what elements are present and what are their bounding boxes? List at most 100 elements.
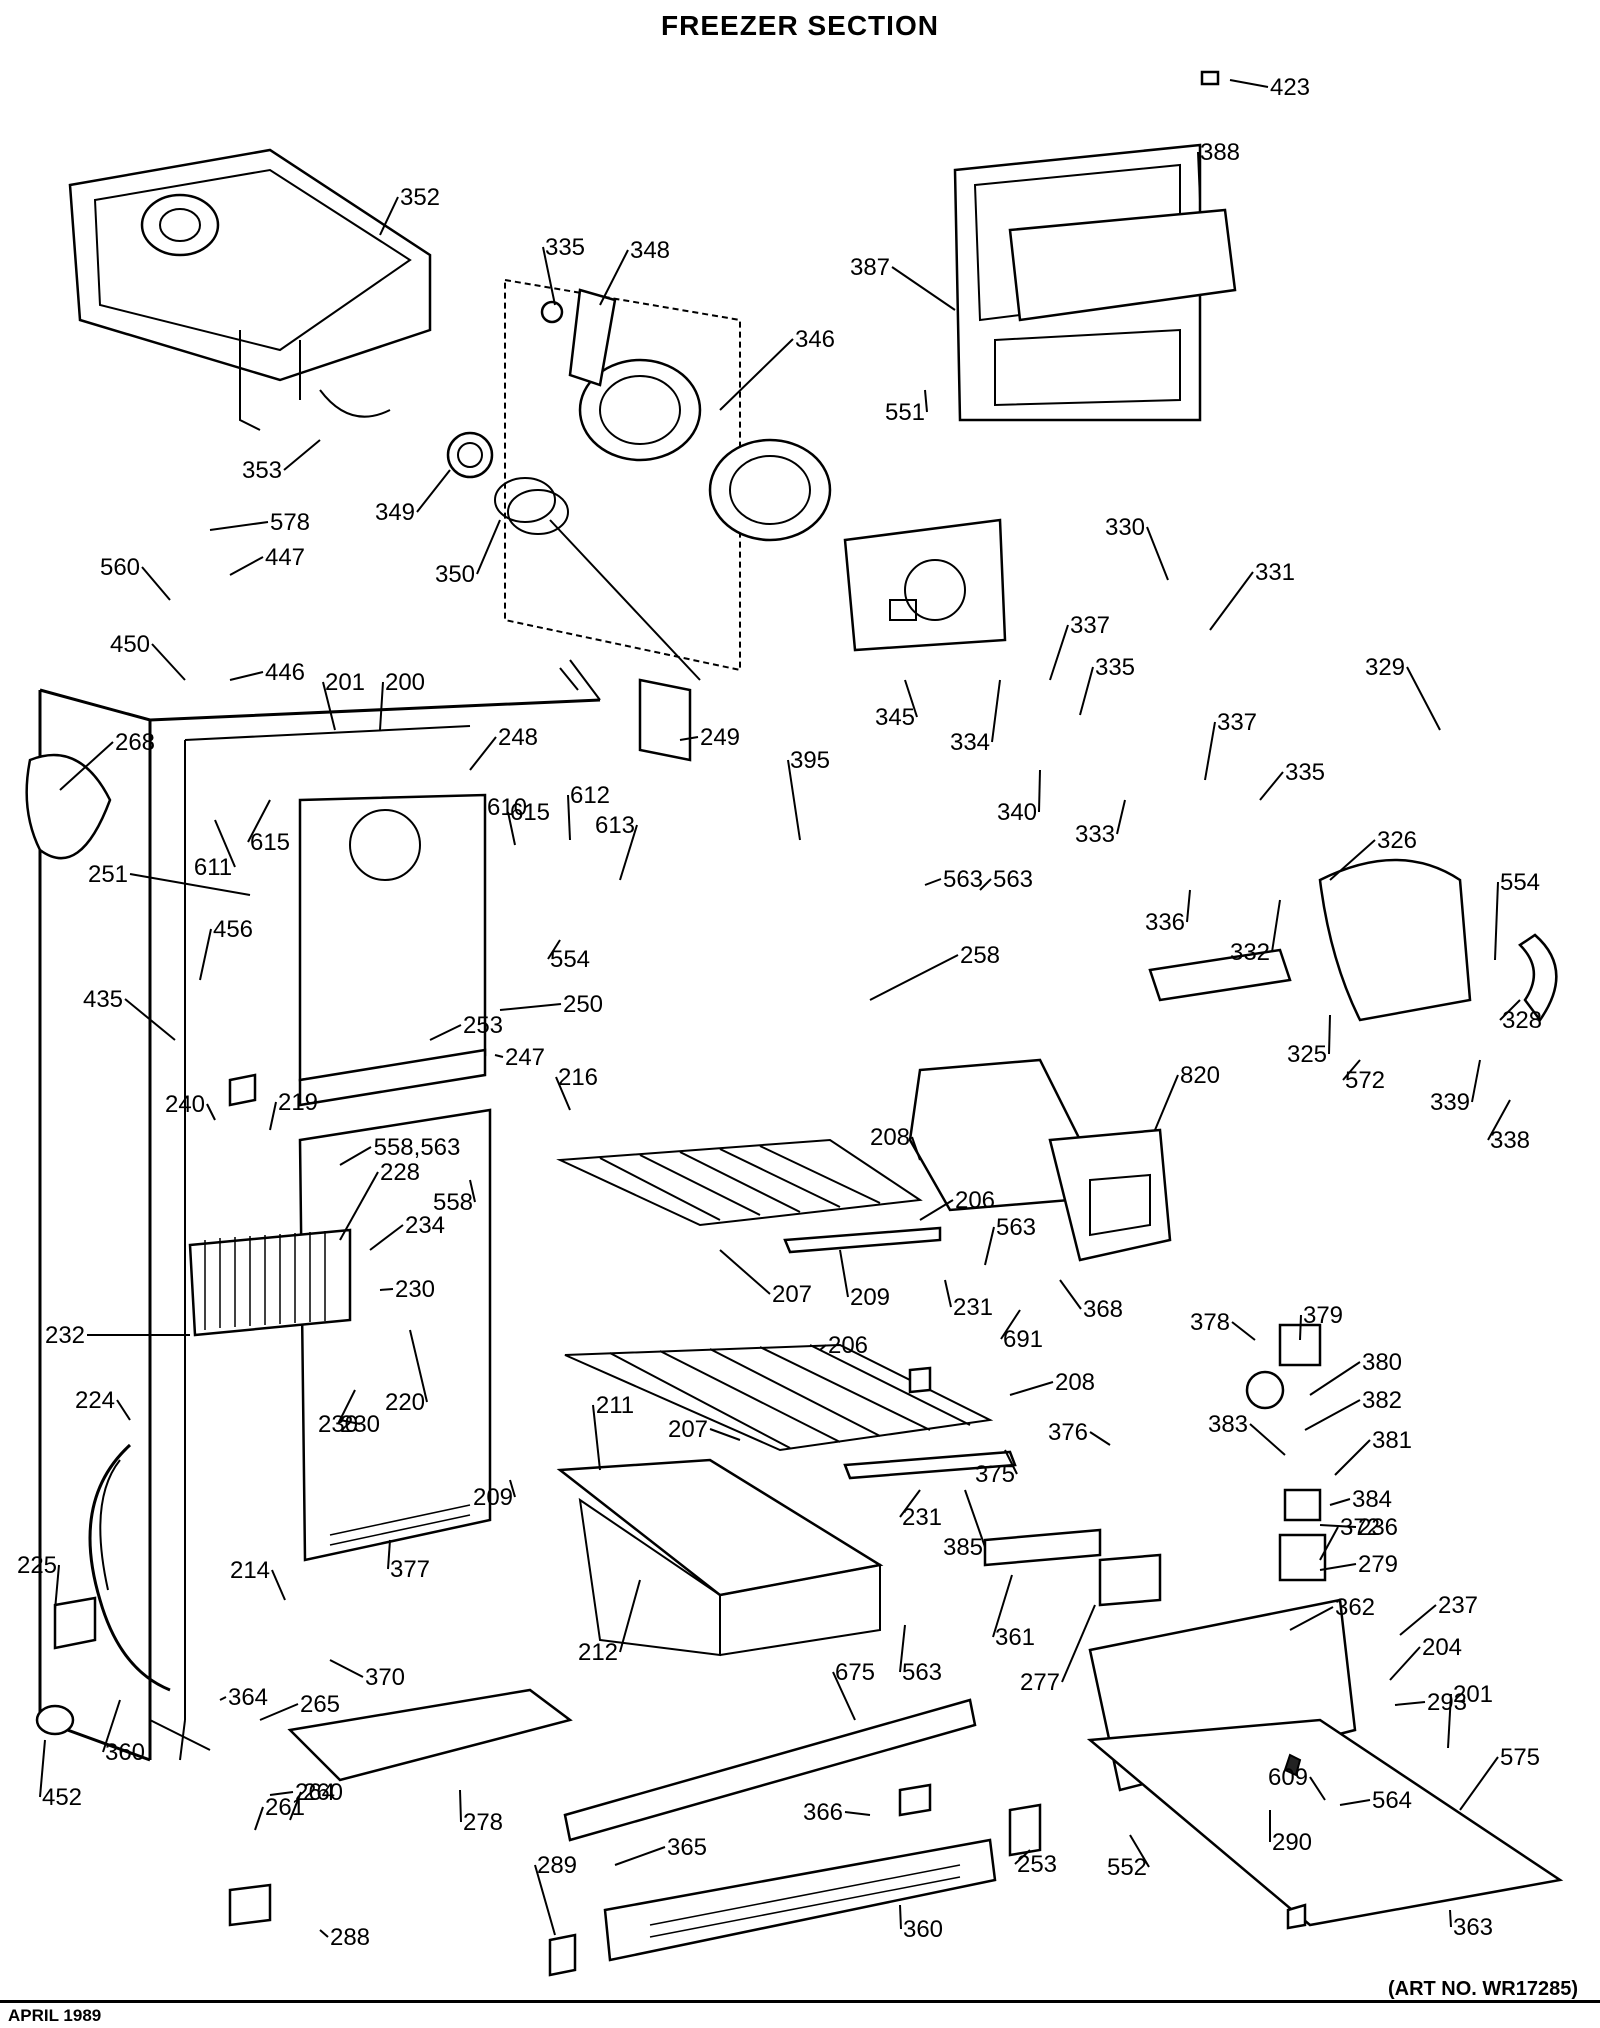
part-callout: 360 xyxy=(102,1699,145,1766)
leader-line xyxy=(283,439,321,471)
part-callout: 563 xyxy=(979,866,1033,893)
part-number-label: 335 xyxy=(1095,654,1135,681)
part-callout: 385 xyxy=(943,1489,986,1561)
ice-bucket xyxy=(68,148,432,431)
part-number-label: 231 xyxy=(953,1294,993,1321)
part-number-label: 446 xyxy=(265,659,305,686)
part-callout: 349 xyxy=(375,469,451,526)
part-callout: 360 xyxy=(899,1904,943,1943)
leader-line xyxy=(1186,889,1191,923)
revision-date: APRIL 1989 xyxy=(8,2006,102,2025)
leader-line xyxy=(379,681,384,731)
part-callout: 387 xyxy=(850,254,956,311)
part-number-label: 220 xyxy=(385,1389,425,1416)
leader-line xyxy=(1299,1314,1302,1341)
part-number-label: 206 xyxy=(955,1187,995,1214)
leader-line xyxy=(787,759,801,841)
part-callout: 380 xyxy=(1309,1349,1402,1396)
part-callout: 330 xyxy=(1105,514,1169,581)
part-number-label: 572 xyxy=(1345,1067,1385,1094)
leader-line xyxy=(214,819,236,868)
leader-line xyxy=(719,1249,771,1295)
leader-line xyxy=(1014,1849,1031,1865)
leader-line xyxy=(1089,1431,1111,1446)
part-number-label: 551 xyxy=(885,399,925,426)
part-callout: 234 xyxy=(369,1212,445,1251)
leader-line xyxy=(944,1279,952,1308)
part-callout: 381 xyxy=(1334,1427,1412,1476)
part-callout: 264 xyxy=(269,1779,335,1806)
part-number-label: 456 xyxy=(213,916,253,943)
toe-grille xyxy=(563,1698,997,1962)
part-callout: 337 xyxy=(1204,709,1257,781)
part-callout: 691 xyxy=(1000,1309,1043,1353)
part-number-label: 370 xyxy=(365,1664,405,1691)
part-number-label: 240 xyxy=(165,1091,205,1118)
leader-line xyxy=(509,1479,516,1498)
part-number-label: 350 xyxy=(435,561,475,588)
leader-line xyxy=(1399,1604,1437,1636)
leader-line xyxy=(1329,839,1376,881)
part-number-label: 208 xyxy=(1055,1369,1095,1396)
part-callout: 290 xyxy=(1269,1810,1312,1856)
part-callout: 675 xyxy=(832,1659,875,1721)
leader-line xyxy=(494,1054,504,1058)
leader-line xyxy=(614,1846,666,1866)
part-callout: 366 xyxy=(803,1799,871,1826)
leader-line xyxy=(1334,1439,1371,1476)
part-callout: 335 xyxy=(1079,654,1135,716)
part-number-label: 328 xyxy=(1502,1007,1542,1034)
part-callout: 378 xyxy=(1190,1309,1256,1341)
part-callout: 554 xyxy=(547,939,590,973)
part-callout: 335 xyxy=(542,234,585,306)
part-number-label: 289 xyxy=(537,1852,577,1879)
part-number-label: 563 xyxy=(996,1214,1036,1241)
part-callout: 250 xyxy=(499,991,603,1018)
part-number-label: 211 xyxy=(596,1392,634,1419)
leader-line xyxy=(129,873,251,896)
part-callout: 214 xyxy=(230,1557,286,1601)
leader-line xyxy=(1146,526,1169,581)
part-number-label: 333 xyxy=(1075,821,1115,848)
leader-line xyxy=(1038,769,1041,813)
part-callout: 395 xyxy=(787,747,830,841)
leader-line xyxy=(534,1864,556,1936)
leader-line xyxy=(1009,1381,1054,1396)
part-callout: 206 xyxy=(919,1187,995,1221)
shelf-bin xyxy=(556,1458,884,1657)
leader-line xyxy=(469,1179,476,1203)
part-number-label: 615 xyxy=(510,799,550,826)
part-callout: 289 xyxy=(534,1852,577,1936)
part-number-label: 219 xyxy=(278,1089,318,1116)
leader-line xyxy=(1116,799,1126,835)
leader-line xyxy=(259,1703,299,1721)
part-callout: 277 xyxy=(1020,1604,1096,1696)
dispenser-door xyxy=(953,143,1237,422)
part-callout: 376 xyxy=(1048,1419,1111,1446)
leader-line xyxy=(899,1624,906,1673)
part-number-label: 383 xyxy=(1208,1411,1248,1438)
small-parts xyxy=(25,70,1558,1977)
part-callout: 610 xyxy=(484,794,527,840)
part-callout: 558 xyxy=(433,1179,476,1216)
part-number-label: 253 xyxy=(463,1012,503,1039)
part-number-label: 366 xyxy=(803,1799,843,1826)
leader-line xyxy=(1394,1701,1426,1706)
leader-line xyxy=(1004,1449,1018,1475)
part-number-label: 353 xyxy=(242,457,282,484)
leader-line xyxy=(39,1739,46,1798)
part-number-label: 231 xyxy=(902,1504,942,1531)
part-callout: 554 xyxy=(1494,869,1540,961)
part-callout: 268 xyxy=(59,729,155,791)
part-number-label: 340 xyxy=(997,799,1037,826)
part-callout: 563 xyxy=(984,1214,1036,1266)
part-number-label: 250 xyxy=(563,991,603,1018)
part-number-label: 613 xyxy=(595,812,635,839)
part-callout: 230 xyxy=(318,1411,361,1438)
part-callout: 228 xyxy=(339,1159,420,1241)
part-callout: 247 xyxy=(494,1044,545,1071)
part-callout: 353 xyxy=(242,439,321,484)
part-number-label: 224 xyxy=(75,1387,115,1414)
part-callout: 278 xyxy=(459,1789,503,1836)
leader-line xyxy=(984,1226,995,1266)
